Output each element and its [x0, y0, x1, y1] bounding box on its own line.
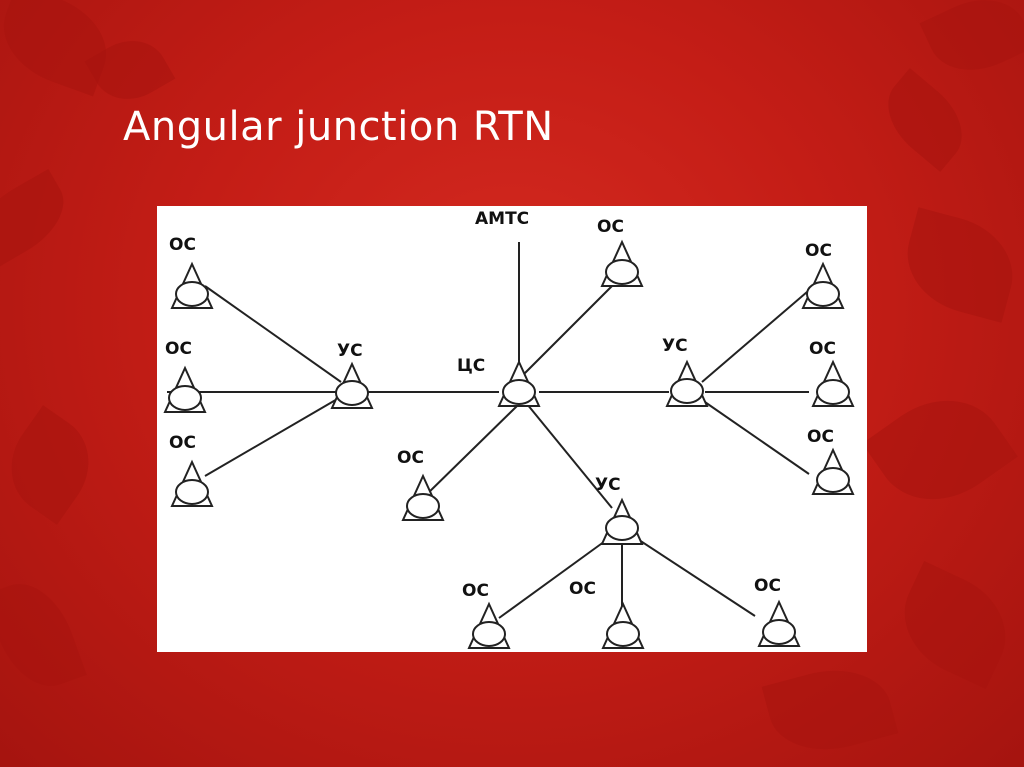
endpoint-node	[170, 459, 214, 507]
endpoint-label: ОС	[397, 448, 424, 468]
endpoint-label: ОС	[807, 427, 834, 447]
link-cs-os	[521, 275, 623, 377]
link-cs-bottom-hub	[526, 403, 613, 509]
bottom-hub-label: УС	[595, 475, 621, 495]
background-leaf	[919, 0, 1024, 87]
bottom-hub-node	[600, 497, 644, 545]
background-leaf	[871, 68, 979, 172]
endpoint-node	[401, 473, 445, 521]
slide-title: Angular junction RTN	[123, 104, 554, 150]
amts-label: АМТС	[475, 209, 529, 229]
background-leaf	[761, 655, 899, 765]
left-hub-label: УС	[337, 341, 363, 361]
endpoint-label: ОС	[754, 576, 781, 596]
background-leaf	[0, 571, 87, 699]
link-bottom-hub-os	[498, 535, 613, 619]
endpoint-node	[467, 601, 511, 649]
background-leaf	[895, 207, 1024, 323]
link-right-hub-os	[701, 399, 810, 475]
endpoint-label: ОС	[597, 217, 624, 237]
background-leaf	[862, 374, 1018, 526]
endpoint-label: ОС	[169, 433, 196, 453]
link-bottom-hub-os	[632, 535, 756, 617]
endpoint-node	[163, 365, 207, 413]
central-station-label: ЦС	[457, 356, 485, 376]
endpoint-node	[811, 447, 855, 495]
endpoint-label: ОС	[165, 339, 192, 359]
background-leaf	[0, 405, 109, 525]
right-hub-label: УС	[662, 336, 688, 356]
endpoint-node	[757, 599, 801, 647]
network-diagram: АМТС ЦС УС УС УС	[157, 206, 867, 652]
background-leaf	[886, 560, 1024, 690]
link-left-hub-os	[204, 285, 342, 383]
right-hub-node	[665, 359, 709, 407]
background-leaf	[0, 169, 79, 271]
endpoint-label: ОС	[809, 339, 836, 359]
link-left-hub-os	[204, 397, 340, 477]
endpoint-label: ОС	[462, 581, 489, 601]
left-hub-node	[330, 361, 374, 409]
endpoint-label: ОС	[805, 241, 832, 261]
endpoint-label: ОС	[569, 579, 596, 599]
endpoint-node	[600, 239, 644, 287]
link-right-hub-os	[701, 291, 808, 383]
central-station-node	[497, 359, 541, 407]
endpoint-node	[811, 359, 855, 407]
endpoint-node	[601, 601, 645, 649]
link-cs-os	[422, 405, 518, 499]
endpoint-node	[170, 261, 214, 309]
endpoint-label: ОС	[169, 235, 196, 255]
endpoint-node	[801, 261, 845, 309]
